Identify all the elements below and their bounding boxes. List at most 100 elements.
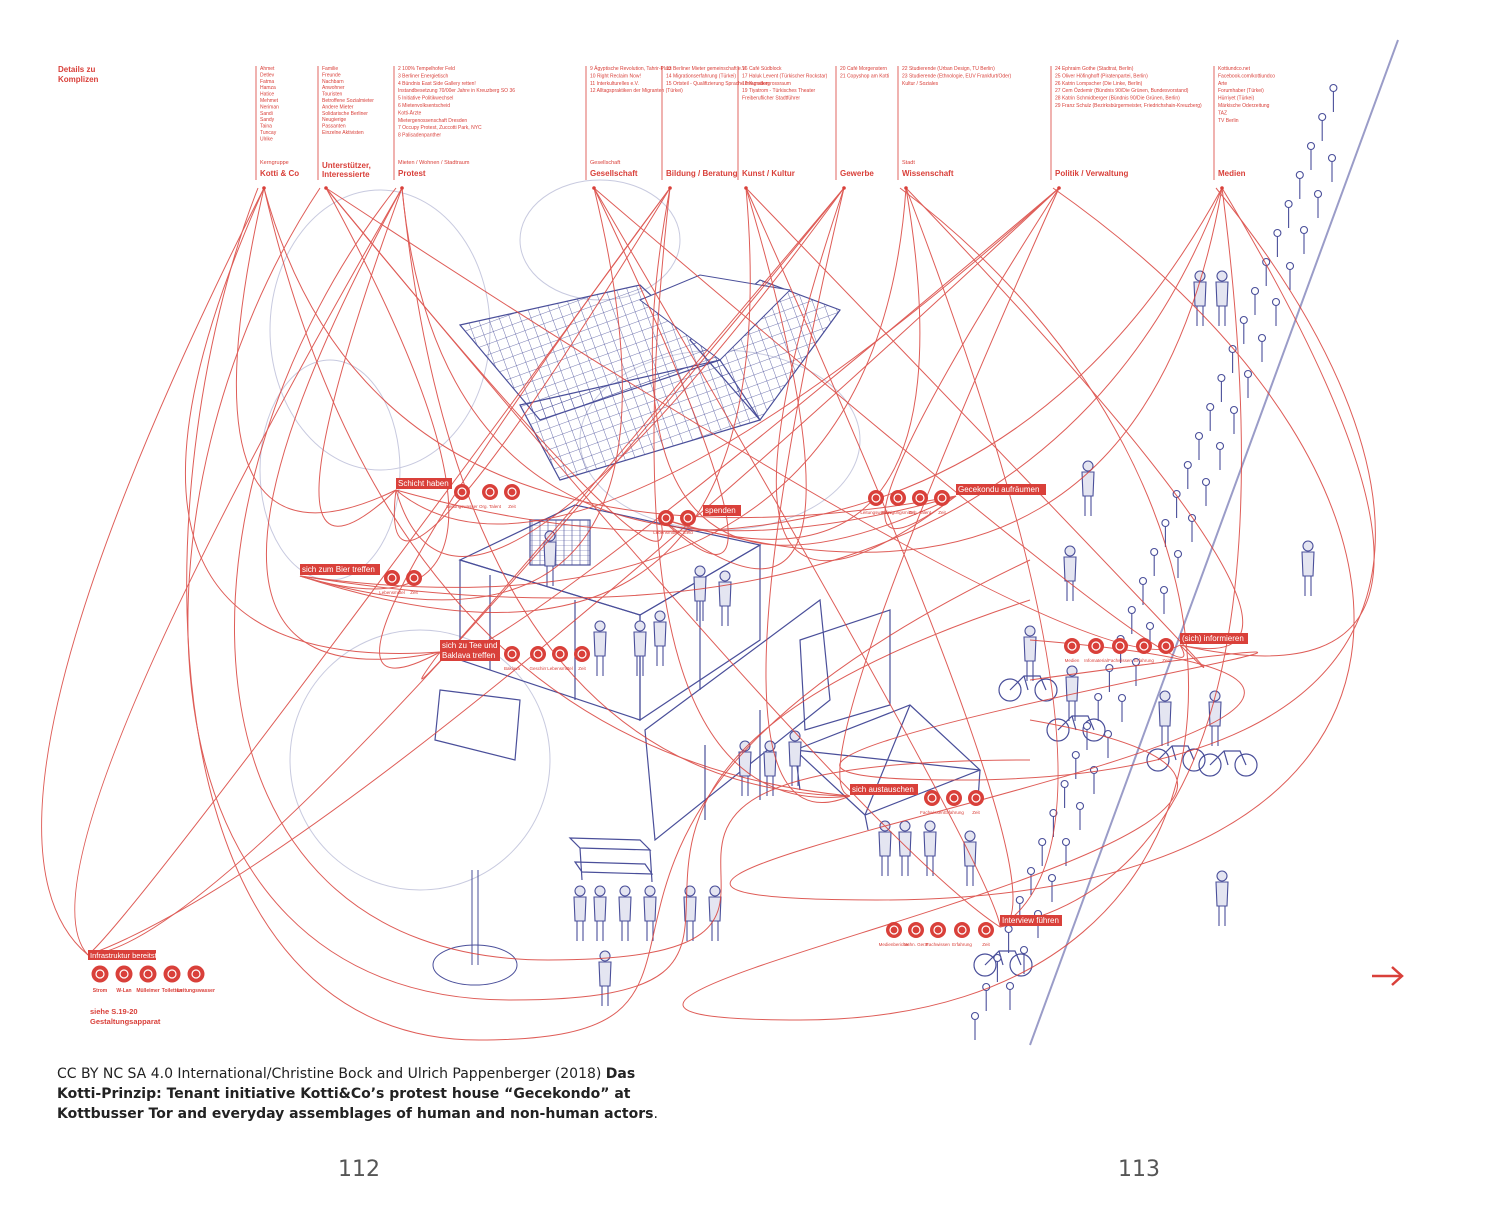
column-heading: Unterstützer, [322,161,371,170]
column-subheading: Mieten / Wohnen / Stadtraum [398,160,470,166]
column-item: 23 Studierende (Ethnologie, EUV Frankfur… [902,73,1012,79]
legend-ref-1: siehe S.19-20 [90,1007,138,1016]
column-item: 14 Migrationserfahrung (Türkei) [666,73,736,79]
column-heading: Interessierte [322,170,370,179]
resource-icon [1088,638,1104,654]
column-item: Hürriyet (Türkei) [1218,96,1254,102]
resource-icon [552,646,568,662]
column-item: 27 Cem Özdemir (Bündnis 90/Die Grünen, B… [1055,87,1189,94]
roof-grid [458,274,841,481]
column-heading: Politik / Verwaltung [1055,169,1128,178]
resource-icon [574,646,590,662]
column-item: Instandbesetzung 70/00er Jahre in Kreuzb… [398,88,515,94]
column-item: Betroffene Sozialmieter [322,98,374,104]
column-subheading: Kerngruppe [260,160,289,166]
column-item: 17 Haluk Levent (Türkischer Rockstar) [742,73,828,79]
legend-item-label: Strom [93,988,108,994]
legend-icon [91,965,109,983]
column-item: Sandy [260,117,275,123]
column-heading: Kunst / Kultur [742,169,795,178]
resource-label: Zeit [508,504,516,509]
resource-icon [504,484,520,500]
column-item: 12 Alltagspraktiken der Migranten (Türke… [590,88,683,94]
column-heading: Protest [398,169,426,178]
resource-label: Zeit [410,590,418,595]
column-item: 19 Tiyatrom - Türkisches Theater [742,88,816,94]
people-figures [543,270,1315,1006]
activity-label: Gecekondu aufräumen [958,485,1039,494]
column-item: Mietergenossenschaft Dresden [398,118,467,124]
legend-item-label: Toiletten [162,988,182,994]
page-number-right: 113 [1118,1157,1160,1182]
column-item: 6 Mietenvolksentscheid [398,103,450,109]
resource-label: Leitungswasser [860,510,892,515]
column-kotti: AhmetDetlevFatmaHamzaHaticeMehmetNeriman… [255,66,299,190]
column-item: 7 Occupy Protest, Zuccotti Park, NYC [398,125,482,131]
column-heading: Wissenschaft [902,169,954,178]
resource-icon [1158,638,1174,654]
resource-label: Leitungswasser [446,504,478,509]
resource-icon [868,490,884,506]
resource-icon [946,790,962,806]
column-item: Freunde [322,72,341,78]
column-item: Ulrike [260,136,273,142]
resource-label: Infomaterial [1084,658,1108,663]
column-item: 22 Studierende (Urban Design, TU Berlin) [902,66,995,72]
column-item: 2 100% Tempelhofer Feld [398,66,455,72]
resource-label: Zeit [938,510,946,515]
resource-label: Erfahrung [944,810,964,815]
resource-label: Org. Talent [909,510,932,515]
bollards [970,83,1338,1040]
resource-label: Geschirr [529,666,547,671]
column-item: Tuncay [260,130,277,136]
resource-icon [530,646,546,662]
resource-label: Geld [683,530,693,535]
resource-icon [912,490,928,506]
column-item: Neriman [260,104,279,110]
resource-icon [454,484,470,500]
column-item: Hamza [260,85,276,91]
connection-lines [41,187,1376,1041]
activity-label: Baklava treffen [442,651,495,660]
column-item: 18 Kunstlergrossraum [742,81,791,87]
column-item: Mehmet [260,98,279,104]
column-item: 10 Right Reclaim Now! [590,73,641,79]
column-item: 25 Oliver Höfinghoff (Piratenpartei, Ber… [1055,73,1148,79]
resource-icon [968,790,984,806]
activity-label: (sich) informieren [1182,634,1244,643]
next-arrow-icon[interactable] [1372,966,1404,986]
activity-label: spenden [705,506,736,515]
column-item: 26 Katrin Lompscher (Die Linke, Berlin) [1055,81,1143,87]
column-item: Kottiundco.net [1218,66,1251,72]
column-item: 3 Berliner Energietisch [398,73,449,79]
resource-icon [1112,638,1128,654]
column-item: 9 Ägyptische Revolution, Tahrir-Platz [590,65,672,72]
resource-icon [954,922,970,938]
column-item: Nachbarn [322,79,344,85]
activity-label: sich austauschen [852,785,914,794]
column-heading: Medien [1218,169,1246,178]
column-item: Märkische Oderzeitung [1218,103,1270,109]
column-item: 11 Interkulturelles e.V. [590,81,639,87]
column-unterstuetzer: FamilieFreundeNachbarnAnwohnerTouristenB… [317,66,374,190]
column-item: 24 Ephraim Gothe (Stadtrat, Berlin) [1055,66,1134,72]
column-item: Solidarische Berliner [322,111,368,117]
column-politik: 24 Ephraim Gothe (Stadtrat, Berlin)25 Ol… [1050,66,1202,190]
tree-base [432,870,518,986]
caption-end: . [653,1106,658,1122]
resource-label: Zeit [982,942,990,947]
column-item: Taina [260,124,272,130]
resource-label: Erfahrung [952,942,972,947]
resource-label: Fachwissen [926,942,950,947]
resource-icon [924,790,940,806]
legend-icon [115,965,133,983]
resource-label: Lebensmittel [547,666,573,671]
column-heading: Gewerbe [840,169,874,178]
column-item: Ahmet [260,66,275,72]
resource-label: Fachwissen [920,810,944,815]
